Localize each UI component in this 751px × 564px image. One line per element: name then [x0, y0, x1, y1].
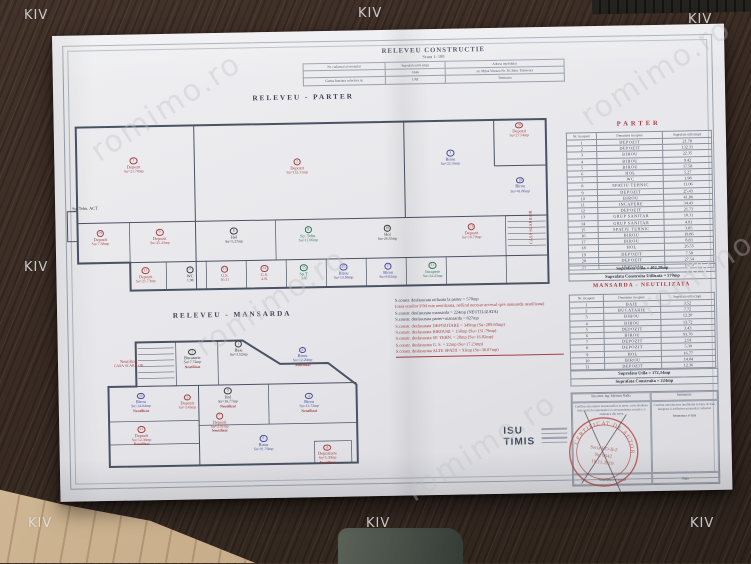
kiv-watermark: KIV: [24, 260, 49, 275]
room-area: Su=41.86mp: [510, 188, 531, 194]
room-area: Su=27.54mp: [509, 133, 530, 138]
registry-certification-text: Confirm introducerea imobilului in baza …: [650, 399, 720, 474]
kiv-watermark: KIV: [358, 6, 383, 21]
date-label: Data: [651, 471, 720, 485]
room-status: Neutilizat: [133, 408, 150, 413]
room-status: Neutilizat: [184, 364, 201, 370]
registry-text: Confirm introducerea imobilului in baza …: [653, 401, 716, 411]
room-status: Neutilizat: [301, 408, 318, 413]
kiv-watermark: KIV: [686, 262, 711, 277]
kiv-watermark: KIV: [366, 516, 391, 531]
room-area: 1.98: [186, 278, 194, 283]
document-paper: RELEVEU CONSTRUCTIE Scara 1: 100 Nr. cad…: [52, 23, 733, 502]
room-area: 4.91: [261, 277, 268, 282]
room-status: Neutilizat: [211, 428, 228, 433]
room-area: Su=11.06mp: [298, 238, 319, 243]
room-area: Su=34.43mp: [422, 273, 443, 279]
illegible-text-line: [541, 436, 568, 439]
room-area: CASA SCARILOR: [113, 363, 144, 368]
area-notes: S.constr. desfasurata utilizata la parte…: [395, 295, 564, 359]
kiv-watermark: KIV: [688, 12, 713, 27]
room-status: Neutilizat: [294, 362, 311, 368]
room-area: Su=26.55mp: [377, 236, 398, 242]
room-area: Su=21.73mp: [135, 279, 156, 284]
room-area: 10.31: [220, 277, 230, 282]
room-status: Neutilizat: [133, 442, 150, 447]
title-block: RELEVEU CONSTRUCTIE Scara 1: 100 Nr. cad…: [302, 45, 565, 86]
illegible-text-line: [541, 427, 568, 430]
pen-stroke: [581, 414, 627, 484]
mansarda-plan-walls: [107, 339, 359, 469]
room-area: Su=3.52mp: [229, 352, 248, 357]
room-label: Sp. Tehn. ACT: [72, 206, 98, 212]
kiv-watermark: KIV: [690, 516, 715, 531]
notes-lines: S.constr. desfasurata utilizata la parte…: [395, 295, 564, 355]
room-status: Neutilizat: [220, 404, 236, 409]
uat-label: UAT: [385, 75, 446, 85]
stamp-number: Nr. 0642: [594, 453, 612, 460]
room-area: Su=3.43mp: [178, 405, 197, 410]
room-area: Su=21.78mp: [123, 169, 144, 174]
room-area: Su=25.43mp: [150, 240, 170, 246]
uat-value: Timisoara: [445, 73, 565, 83]
room-area: Su=91.76mp: [253, 446, 274, 452]
room-label: CASA SCARILOR: [528, 210, 534, 244]
signature-date-label: Semnatura si data: [672, 413, 697, 418]
room-area: Su=8.83mp: [379, 274, 398, 280]
kiv-watermark: KIV: [28, 516, 53, 531]
illegible-text-line: [541, 432, 568, 435]
round-authorization-stamp: CERTIFICAT DE AUTORIZARE Seria RO-B-F Nr…: [562, 407, 640, 493]
room-name: Sp. Tehn. ACT: [72, 205, 98, 212]
room-area: Su=22.35mp: [440, 161, 461, 166]
room-area: Su=16.70mp: [461, 235, 482, 240]
room-name: CASA SCARILOR: [527, 210, 534, 244]
room-area: Su=7.58mp: [91, 241, 110, 247]
parter-plan-walls: [66, 117, 550, 292]
stamp-date: 19.11.2019: [591, 460, 614, 468]
title-block-table: Nr. cadastral al terenului Suprafata uti…: [303, 59, 565, 86]
room-status: Neutilizat: [319, 460, 336, 465]
dark-object: [338, 528, 463, 564]
land-book-label: Cartea funciara colectiva nr.: [303, 76, 386, 86]
room-area: Su=132.31mp: [286, 169, 308, 175]
kiv-watermark: KIV: [24, 8, 49, 23]
dark-strip: [591, 0, 751, 15]
room-area: Su=5.27mp: [225, 239, 243, 244]
